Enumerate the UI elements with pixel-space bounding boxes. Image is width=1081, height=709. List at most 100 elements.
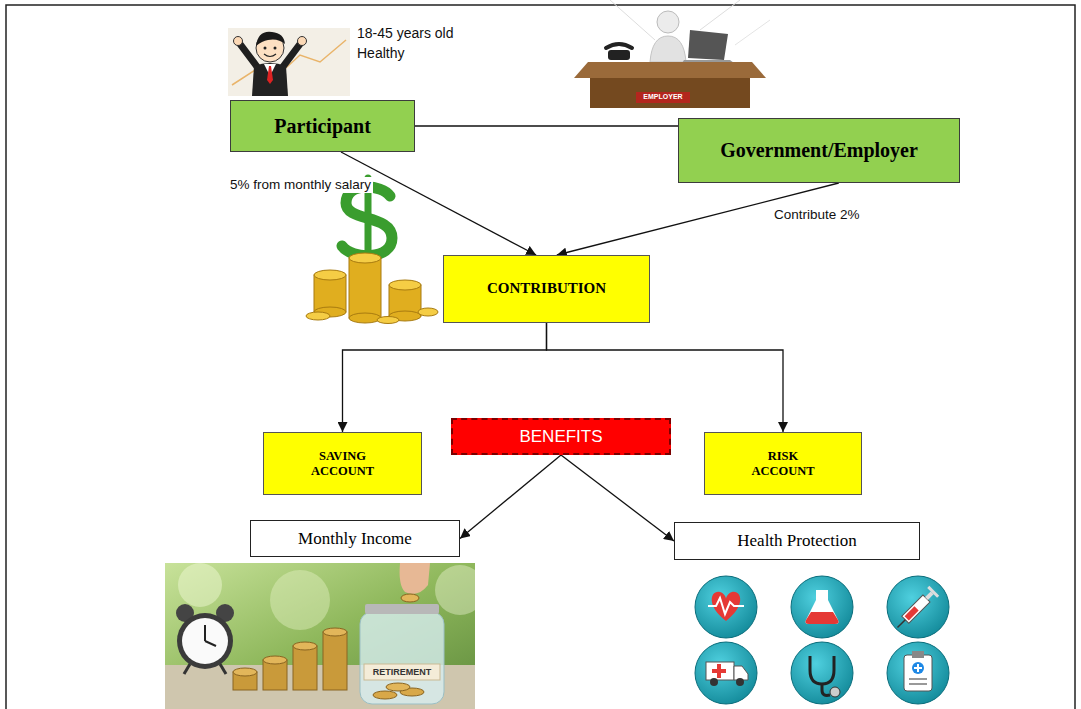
- health-icons: [695, 576, 949, 704]
- node-text: Participant: [274, 115, 371, 138]
- health-icons-part: [695, 576, 757, 638]
- retirement-photo-part: [205, 641, 216, 646]
- participant-note: 18-45 years old: [357, 25, 454, 41]
- participant-cartoon-part: [264, 47, 267, 50]
- participant-cartoon-part: [282, 44, 300, 68]
- benefit-box: Health Protection: [674, 522, 920, 560]
- participant-box: Participant: [230, 100, 415, 152]
- employer-illustration-part: [650, 36, 686, 62]
- retirement-photo-part: [373, 691, 397, 699]
- retirement-photo-part: [263, 656, 287, 664]
- participant-cartoon-part: [264, 54, 276, 57]
- retirement-photo: [165, 563, 475, 709]
- employer-illustration-part: [590, 78, 750, 108]
- employer-illustration-part: [608, 50, 630, 60]
- account-box: SAVING ACCOUNT: [263, 432, 422, 495]
- retirement-photo-part: [184, 664, 190, 674]
- money-illustration-part: [349, 253, 381, 263]
- participant-cartoon: [228, 28, 350, 96]
- health-icons-part: [912, 651, 924, 658]
- retirement-photo-part: [400, 563, 430, 594]
- connector-arrow: [341, 152, 536, 255]
- money-illustration-part: [389, 280, 421, 290]
- retirement-photo-part: [323, 628, 347, 636]
- participant-cartoon-part: [267, 66, 273, 84]
- participant-cartoon-part: [256, 32, 285, 46]
- employer-illustration-part: [606, 44, 632, 48]
- benefit-box: Monthly Income: [250, 520, 460, 557]
- participant-cartoon-part: [298, 37, 307, 46]
- node-text: Government/Employer: [720, 139, 918, 162]
- participant-cartoon-part: [252, 63, 288, 96]
- health-icons-part: [909, 678, 927, 680]
- health-icons-part: [791, 576, 853, 638]
- health-icons-part: [805, 590, 838, 624]
- participant-cartoon-part: [240, 44, 258, 68]
- retirement-photo-part: [165, 563, 475, 709]
- employer-illustration-part: [636, 92, 690, 103]
- node-text: BENEFITS: [519, 427, 602, 447]
- desk-plate-text: EMPLOYER: [643, 93, 682, 101]
- retirement-photo-part: [293, 642, 317, 650]
- retirement-photo-part: [293, 646, 317, 690]
- connector-arrow: [415, 125, 678, 126]
- connector-arrow: [561, 455, 674, 541]
- money-illustration-part: [418, 308, 438, 316]
- health-icons-part: [810, 656, 834, 684]
- retirement-photo-part: [435, 565, 475, 615]
- node-text: SAVING ACCOUNT: [311, 449, 374, 478]
- health-icons-part: [912, 662, 924, 674]
- employer-illustration: [574, 0, 770, 108]
- retirement-photo-part: [360, 612, 444, 704]
- health-icons-part: [893, 586, 940, 633]
- node-text: RISK ACCOUNT: [751, 449, 814, 478]
- health-icons-part-part: [902, 595, 930, 623]
- connector-arrow: [343, 323, 547, 432]
- retirement-photo-part: [204, 625, 206, 641]
- health-icons-part: [914, 667, 922, 669]
- account-box: RISK ACCOUNT: [704, 432, 862, 495]
- jar-label-text: RETIREMENT: [373, 667, 432, 677]
- page-frame: [6, 5, 1075, 709]
- participant-note: Healthy: [357, 45, 404, 61]
- retirement-photo-part: [182, 618, 228, 664]
- node-text: CONTRIBUTION: [487, 280, 606, 297]
- money-illustration-part: [349, 258, 381, 318]
- health-icons-part: [887, 642, 949, 704]
- health-icons-part: [805, 612, 838, 624]
- employer-illustration-part: [688, 30, 728, 60]
- health-icons-part-part: [897, 620, 905, 628]
- health-icons-part: [695, 642, 757, 704]
- money-illustration-part: [349, 313, 381, 323]
- participant-cartoon-part: [274, 47, 277, 50]
- employer-illustration-part: [657, 11, 679, 33]
- participant-cartoon-part: [232, 40, 346, 85]
- retirement-photo-part: [220, 664, 226, 674]
- retirement-photo-part: [323, 632, 347, 690]
- money-illustration: [306, 178, 438, 324]
- retirement-photo-part: [386, 683, 410, 691]
- health-icons-part: [706, 662, 734, 680]
- health-icons-part: [822, 684, 830, 695]
- retirement-photo-part: [401, 594, 419, 602]
- connector-arrow: [547, 323, 784, 432]
- money-illustration-part: [377, 317, 399, 324]
- health-icons-part: [712, 669, 726, 673]
- health-icons-part: [791, 642, 853, 704]
- money-illustration-part: [314, 275, 346, 312]
- participant-cartoon-part: [234, 37, 243, 46]
- money-illustration-part: [306, 312, 330, 320]
- retirement-photo-part: [364, 664, 440, 680]
- health-icons-part: [708, 598, 744, 614]
- health-icons-part-part: [905, 606, 919, 620]
- node-text: Monthly Income: [298, 529, 412, 549]
- employer-box: Government/Employer: [678, 118, 960, 183]
- participant-cartoon-part: [228, 28, 350, 96]
- contribution-box: CONTRIBUTION: [443, 255, 650, 323]
- employer-illustration-part: [610, 0, 655, 40]
- employer-illustration-part: [735, 20, 770, 45]
- edge-label: 5% from monthly salary: [228, 177, 373, 193]
